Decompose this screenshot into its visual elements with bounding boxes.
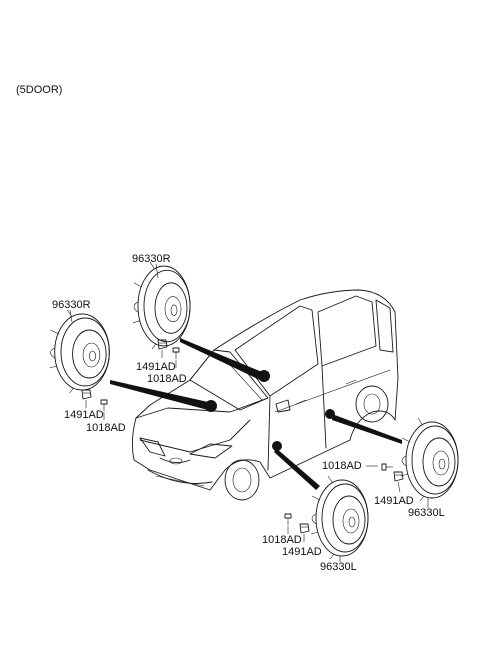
mount-dot-rear-l [325,409,335,419]
label-nut-rear-r: 1491AD [64,409,104,421]
screw-1018ad-upper [172,347,180,360]
label-speaker-rear-r: 96330R [132,253,171,265]
label-screw-rear-l: 1018AD [322,460,362,472]
speaker-96330l-right [400,417,459,502]
pointer-front-l [274,448,320,490]
label-nut-front-r: 1491AD [136,361,176,373]
label-speaker-front-l: 96330L [320,561,357,573]
speaker-96330r-lower [48,309,110,394]
nut-1491ad-bottom [299,523,310,534]
label-screw-rear-r: 1018AD [86,422,126,434]
pointer-rear-r [180,338,262,380]
screw-1018ad-right [381,463,394,471]
speaker-96330r-upper [132,261,191,350]
label-nut-front-l: 1491AD [282,546,322,558]
label-speaker-rear-l: 96330L [408,507,445,519]
label-nut-rear-l: 1491AD [374,495,414,507]
label-screw-front-l: 1018AD [262,534,302,546]
nut-1491ad-lower [81,389,92,400]
pointer-rear-l [332,414,402,444]
car-illustration [131,289,399,501]
nut-1491ad-right [393,471,404,482]
mount-dot-front-l [272,441,282,451]
pointer-front-r [110,380,208,410]
location-pointers [110,338,402,490]
label-screw-front-r: 1018AD [147,373,187,385]
mount-dot-front-r [205,400,217,412]
mount-dot-rear-r [258,370,270,382]
label-speaker-front-r: 96330R [52,299,91,311]
variant-label: (5DOOR) [16,84,62,96]
screw-1018ad-bottom [284,513,292,526]
